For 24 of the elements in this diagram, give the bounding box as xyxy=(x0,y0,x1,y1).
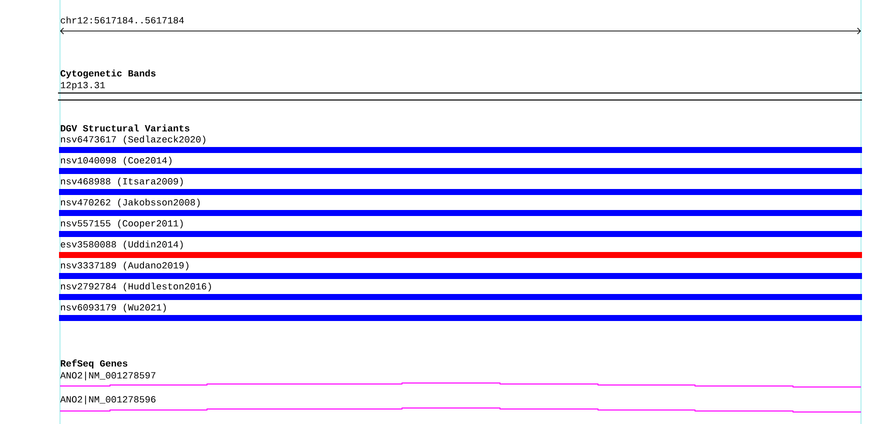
variant-bar: nsv557155 (Cooper2011) xyxy=(59,220,862,237)
variant-bar: nsv468988 (Itsara2009) xyxy=(59,178,862,195)
variant-bar: esv3580088 (Uddin2014) xyxy=(59,240,862,258)
track-title: DGV Structural Variants xyxy=(60,124,190,132)
coordinate-label: chr12:5617184..5617184 xyxy=(60,16,184,24)
track-title: RefSeq Genes xyxy=(60,360,128,368)
cytoband: 12p13.31 xyxy=(58,82,862,100)
node-label: nsv468988 (Itsara2009) xyxy=(61,178,183,186)
node-label: nsv557155 (Cooper2011) xyxy=(61,220,183,228)
node-label: nsv6093179 (Wu2021) xyxy=(61,304,166,312)
variant-bar: nsv2792784 (Huddleston2016) xyxy=(59,282,862,300)
node-label: esv3580088 (Uddin2014) xyxy=(60,240,183,250)
node-label: nsv2792784 (Huddleston2016) xyxy=(61,282,211,292)
variant-bar: nsv6473617 (Sedlazeck2020) xyxy=(59,136,862,153)
variant-bar: nsv470262 (Jakobsson2008) xyxy=(59,198,862,216)
node-label: nsv6473617 (Sedlazeck2020) xyxy=(61,136,206,144)
node-label: nsv1040098 (Coe2014) xyxy=(61,156,172,166)
gene-track: ANO2|NM_001278596 xyxy=(60,396,862,412)
gene-track: ANO2|NM_001278597 xyxy=(60,372,862,388)
node-label: nsv470262 (Jakobsson2008) xyxy=(61,198,200,208)
variant-bar: nsv3337189 (Audano2019) xyxy=(59,262,862,279)
variant-bar: nsv1040098 (Coe2014) xyxy=(59,156,862,174)
node-label: nsv3337189 (Audano2019) xyxy=(61,262,188,270)
variant-bar: nsv6093179 (Wu2021) xyxy=(59,304,862,321)
